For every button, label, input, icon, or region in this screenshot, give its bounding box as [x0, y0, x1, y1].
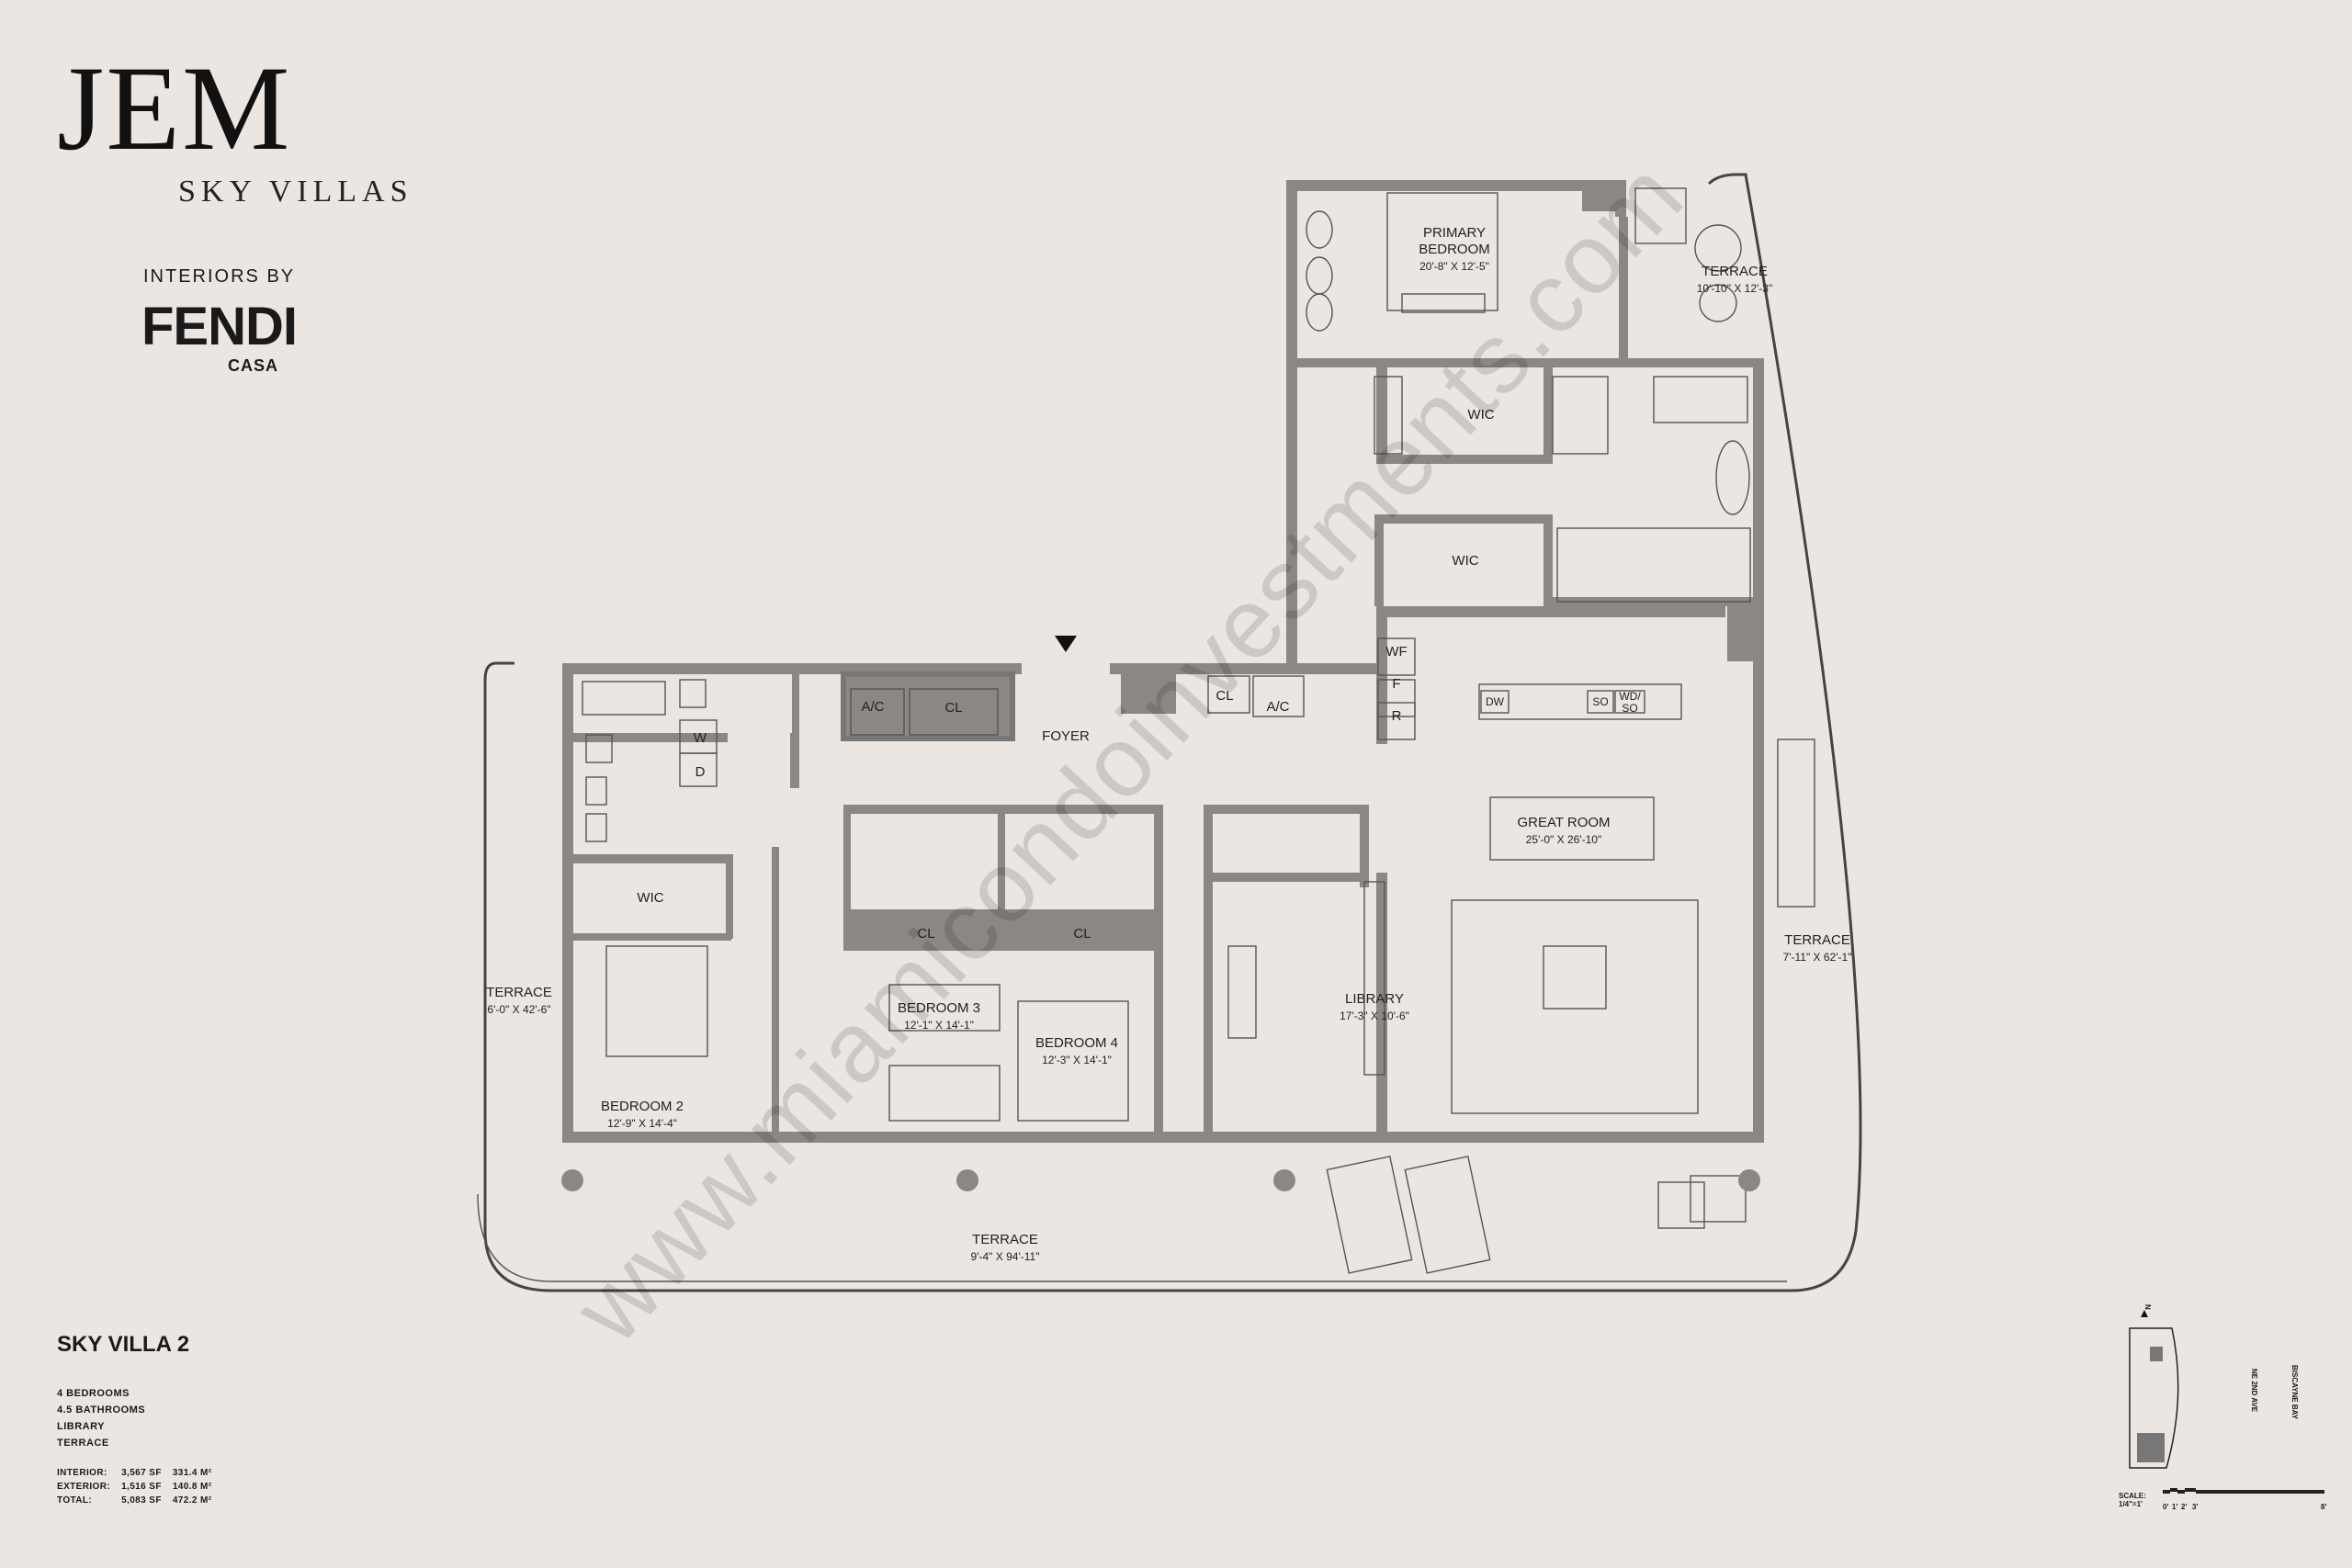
- room-labels: PRIMARY BEDROOM 20'-8" X 12'-5" TERRACE …: [486, 225, 1851, 1263]
- kitchen-f: F: [1392, 676, 1400, 692]
- great-room-dims: 25'-0" X 26'-10": [1526, 833, 1601, 846]
- wic-primary-2-label: WIC: [1452, 553, 1478, 569]
- terrace-w-label: TERRACE: [486, 985, 552, 1000]
- unit-name: SKY VILLA 2: [57, 1332, 190, 1357]
- fixtures: [561, 187, 1815, 1274]
- terrace-e-label: TERRACE: [1784, 932, 1850, 948]
- unit-info: SKY VILLA 2 4 BEDROOMS 4.5 BATHROOMS LIB…: [57, 1332, 333, 1507]
- area-row: EXTERIOR: 1,516 SF 140.8 M²: [57, 1480, 223, 1494]
- terrace-ne-dims: 10'-10" X 12'-3": [1697, 282, 1772, 295]
- scale-tick: 1': [2172, 1503, 2178, 1511]
- closet-2-label: CL: [1073, 926, 1091, 942]
- bedroom-2-label: BEDROOM 2: [601, 1099, 684, 1114]
- area-sf: 1,516 SF: [121, 1482, 162, 1492]
- designer-logo: FENDI: [141, 297, 298, 356]
- key-plan: N NE 2ND AVE BISCAYNE BAY: [2113, 1304, 2324, 1525]
- terrace-ne-label: TERRACE: [1702, 264, 1768, 279]
- primary-bedroom-label-2: BEDROOM: [1419, 242, 1490, 257]
- great-room-label: GREAT ROOM: [1517, 815, 1610, 830]
- exterior-walls: [562, 180, 1764, 1143]
- bedroom-4-dims: 12'-3" X 14'-1": [1042, 1054, 1112, 1066]
- brand-logo: JEM: [57, 40, 292, 175]
- foyer-label: FOYER: [1042, 728, 1090, 744]
- brand-interiors-by: INTERIORS BY: [143, 266, 296, 287]
- ac-1-label: A/C: [861, 699, 884, 715]
- feature-item: LIBRARY: [57, 1421, 105, 1432]
- kitchen-dw: DW: [1486, 695, 1505, 708]
- area-row: TOTAL: 5,083 SF 472.2 M²: [57, 1494, 223, 1507]
- area-m2: 472.2 M²: [172, 1495, 212, 1506]
- closet-4-label: CL: [1216, 688, 1233, 704]
- brand-subtitle: SKY VILLAS: [178, 175, 413, 209]
- wic-bed2-label: WIC: [637, 890, 663, 906]
- designer-sub: CASA: [228, 356, 279, 375]
- key-plan-map: [2129, 1310, 2179, 1469]
- closet-1-label: CL: [917, 926, 934, 942]
- scale-tick: 3': [2192, 1503, 2199, 1511]
- washer-label: W: [694, 730, 707, 746]
- kitchen-r: R: [1392, 708, 1402, 724]
- library-label: LIBRARY: [1345, 991, 1404, 1007]
- library-dims: 17'-3" X 10'-6": [1340, 1010, 1409, 1022]
- street-label-1: NE 2ND AVE: [2250, 1369, 2258, 1413]
- feature-item: 4 BEDROOMS: [57, 1388, 130, 1399]
- kitchen-wdso-2: SO: [1622, 702, 1637, 715]
- primary-bedroom-label: PRIMARY: [1423, 225, 1486, 241]
- area-label: EXTERIOR:: [57, 1482, 111, 1492]
- bedroom-2-dims: 12'-9" X 14'-4": [607, 1117, 677, 1130]
- feature-item: TERRACE: [57, 1438, 109, 1449]
- scale-graphic: [2163, 1488, 2324, 1494]
- area-label: TOTAL:: [57, 1495, 93, 1506]
- scale-ratio: 1/4"=1': [2119, 1500, 2143, 1508]
- area-table: INTERIOR: 3,567 SF 331.4 M² EXTERIOR: 1,…: [57, 1466, 223, 1507]
- feature-item: 4.5 BATHROOMS: [57, 1404, 146, 1416]
- scale-tick: 0': [2163, 1503, 2169, 1511]
- scale-tick: 2': [2181, 1503, 2188, 1511]
- area-m2: 331.4 M²: [172, 1468, 212, 1478]
- primary-bedroom-dims: 20'-8" X 12'-5": [1419, 260, 1489, 273]
- terrace-s-dims: 9'-4" X 94'-11": [971, 1250, 1040, 1263]
- closet-3-label: CL: [944, 700, 962, 716]
- kitchen-wf: WF: [1385, 644, 1407, 660]
- area-m2: 140.8 M²: [172, 1482, 212, 1492]
- bedroom-4-label: BEDROOM 4: [1035, 1035, 1118, 1051]
- kitchen-wdso-1: WD/: [1619, 690, 1641, 703]
- terrace-inner-outline: [477, 1193, 1787, 1282]
- ac-2-label: A/C: [1266, 699, 1289, 715]
- bedroom-3-dims: 12'-1" X 14'-1": [904, 1019, 974, 1032]
- wic-primary-1-label: WIC: [1467, 407, 1494, 423]
- terrace-s-label: TERRACE: [972, 1232, 1038, 1247]
- kitchen-so: SO: [1592, 695, 1608, 708]
- area-row: INTERIOR: 3,567 SF 331.4 M²: [57, 1466, 223, 1480]
- key-plan-north: N: [2143, 1304, 2152, 1310]
- terrace-e-dims: 7'-11" X 62'-1": [1783, 951, 1852, 964]
- terrace-w-dims: 6'-0" X 42'-6": [487, 1003, 550, 1016]
- scale-label: SCALE:: [2119, 1492, 2146, 1500]
- terrace-outline: [483, 173, 1862, 1292]
- bedroom-3-label: BEDROOM 3: [898, 1000, 980, 1016]
- interior-walls: [573, 217, 1757, 1132]
- street-label-2: BISCAYNE BAY: [2290, 1365, 2299, 1419]
- area-sf: 5,083 SF: [121, 1495, 162, 1506]
- scale-bar: SCALE: 1/4"=1' 0' 1' 2' 3' 8': [2119, 1488, 2326, 1511]
- unit-features: 4 BEDROOMS 4.5 BATHROOMS LIBRARY TERRACE: [57, 1385, 333, 1451]
- area-label: INTERIOR:: [57, 1468, 107, 1478]
- dryer-label: D: [695, 764, 706, 780]
- area-sf: 3,567 SF: [121, 1468, 162, 1478]
- scale-tick: 8': [2321, 1503, 2327, 1511]
